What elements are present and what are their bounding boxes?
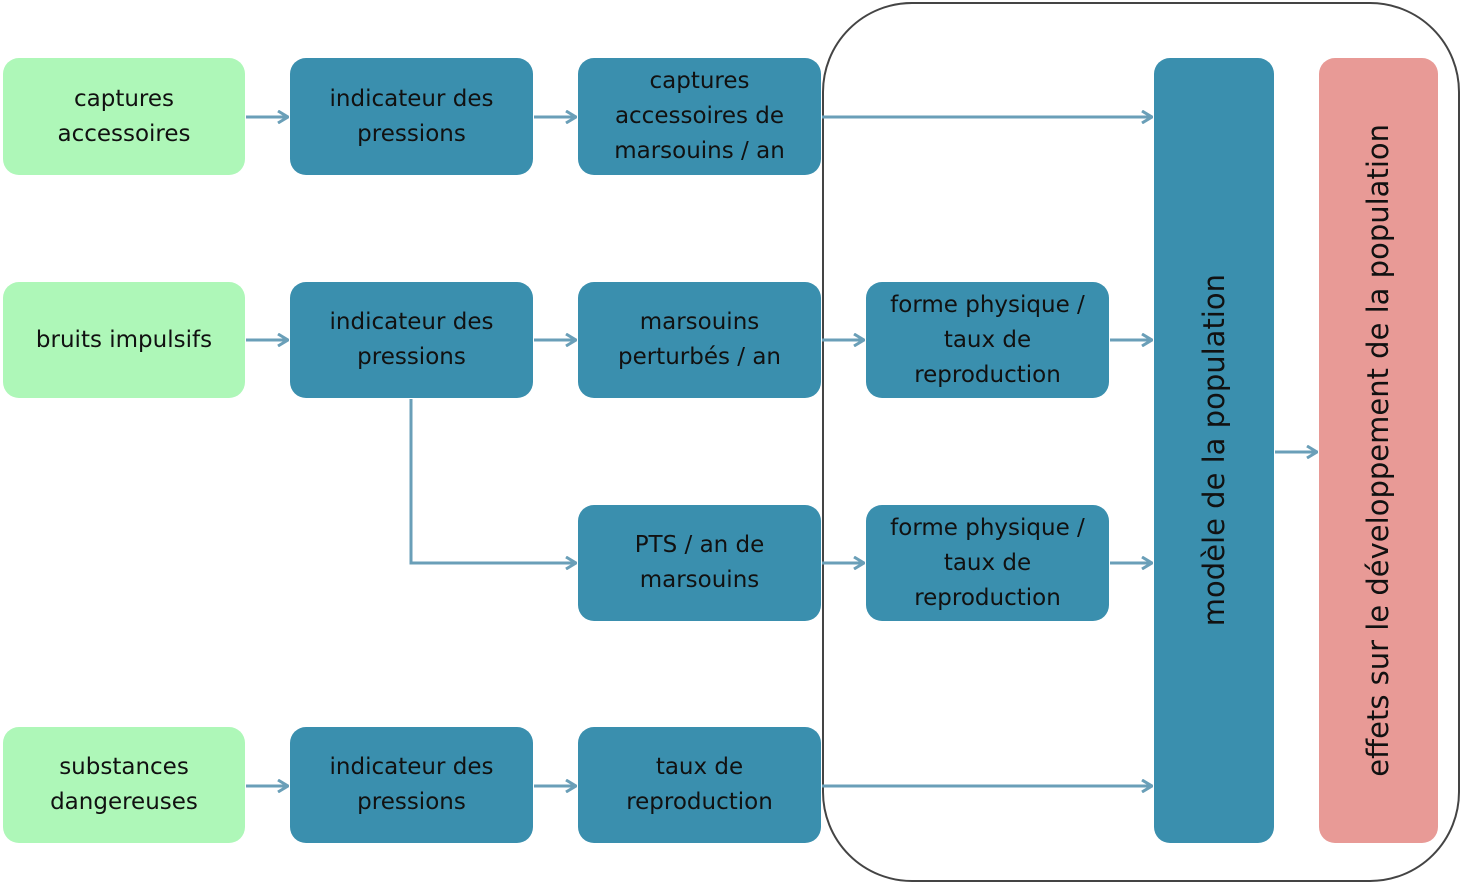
effect-box: marsouins perturbés / an: [578, 282, 821, 398]
indicator-box: indicateur des pressions: [290, 58, 533, 175]
fitness-box: forme physique / taux de reproduction: [866, 282, 1109, 398]
effect-box: PTS / an de marsouins: [578, 505, 821, 621]
population-model-boundary: [822, 2, 1460, 882]
fitness-box: forme physique / taux de reproduction: [866, 505, 1109, 621]
source-noise: bruits impulsifs: [3, 282, 245, 398]
population-model: modèle de la population: [1154, 58, 1274, 843]
population-effects-label: effets sur le développement de la popula…: [1361, 124, 1395, 777]
effect-box: captures accessoires de marsouins / an: [578, 58, 821, 175]
effect-box: taux de reproduction: [578, 727, 821, 843]
indicator-box: indicateur des pressions: [290, 727, 533, 843]
arrow: [409, 399, 576, 563]
source-bycatch: captures accessoires: [3, 58, 245, 175]
population-effects: effets sur le développement de la popula…: [1319, 58, 1438, 843]
population-model-label: modèle de la population: [1196, 274, 1231, 627]
source-hazardous: substances dangereuses: [3, 727, 245, 843]
indicator-box: indicateur des pressions: [290, 282, 533, 398]
